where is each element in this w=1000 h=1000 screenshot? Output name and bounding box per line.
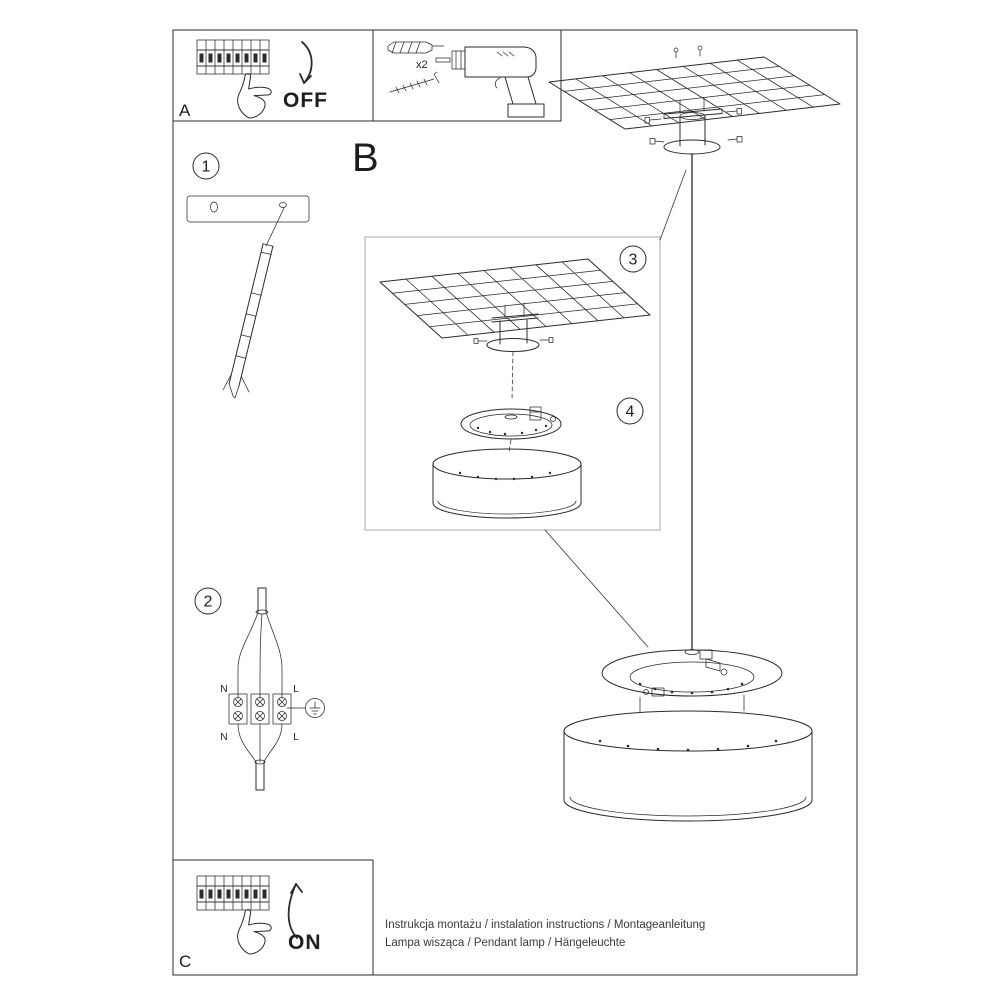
- ceiling-panel-small-icon: [379, 258, 651, 339]
- wire-l-top-label: L: [293, 684, 299, 695]
- ground-symbol-icon: [286, 698, 325, 718]
- arrow-down-icon: [299, 41, 313, 84]
- cable-icon: [237, 587, 283, 699]
- detail-inset-box: 3: [364, 236, 661, 531]
- detail-leader-lines: [544, 169, 687, 648]
- screws-count-label: x2: [416, 59, 428, 71]
- off-label: OFF: [283, 89, 328, 112]
- ceiling-bracket-small-icon: [473, 302, 554, 401]
- box-c-power-on: ON C: [172, 859, 374, 976]
- pendant-shade-icon: [563, 710, 813, 822]
- screw-icon: [389, 71, 440, 94]
- wall-plug-icon: [387, 41, 445, 54]
- main-ceiling-panel-icon: [548, 45, 841, 130]
- step-2-wiring: 2 N L N L: [194, 587, 325, 791]
- step-2-number: 2: [204, 594, 213, 611]
- drill-icon: [435, 46, 545, 118]
- footer-line-1: Instrukcja montażu / instalation instruc…: [385, 919, 705, 931]
- circuit-breaker-icon: [196, 875, 270, 911]
- shade-small-icon: [432, 448, 582, 519]
- terminal-block-icon: [228, 693, 292, 725]
- main-ceiling-bracket-icon: [644, 97, 743, 155]
- box-a-power-off: OFF A: [172, 29, 374, 122]
- step-4-number: 4: [626, 404, 635, 421]
- tools-box: x2: [372, 29, 562, 122]
- wire-n-top-label: N: [220, 684, 227, 695]
- wall-anchor-icon: [222, 243, 274, 399]
- hand-icon: [237, 73, 272, 119]
- wire-l-bottom-label: L: [293, 732, 299, 743]
- arrow-up-icon: [287, 883, 303, 939]
- canopy-small-icon: [460, 406, 562, 453]
- pendant-canopy-icon: [601, 649, 783, 714]
- cable-bottom-icon: [237, 723, 283, 791]
- box-a-letter: A: [179, 101, 191, 120]
- box-c-letter: C: [179, 952, 191, 971]
- on-label: ON: [288, 931, 322, 954]
- step-3-number: 3: [629, 252, 638, 269]
- section-b-label: B: [352, 136, 379, 180]
- circuit-breaker-icon: [196, 39, 270, 75]
- sheet-border: [172, 29, 858, 976]
- footer: Instrukcja montażu / instalation instruc…: [385, 919, 705, 949]
- step-1-anchor: 1: [186, 152, 310, 399]
- footer-line-2: Lampa wisząca / Pendant lamp / Hängeleuc…: [385, 937, 625, 949]
- step-1-number: 1: [202, 159, 211, 176]
- wire-n-bottom-label: N: [220, 732, 227, 743]
- hand-icon: [237, 909, 272, 955]
